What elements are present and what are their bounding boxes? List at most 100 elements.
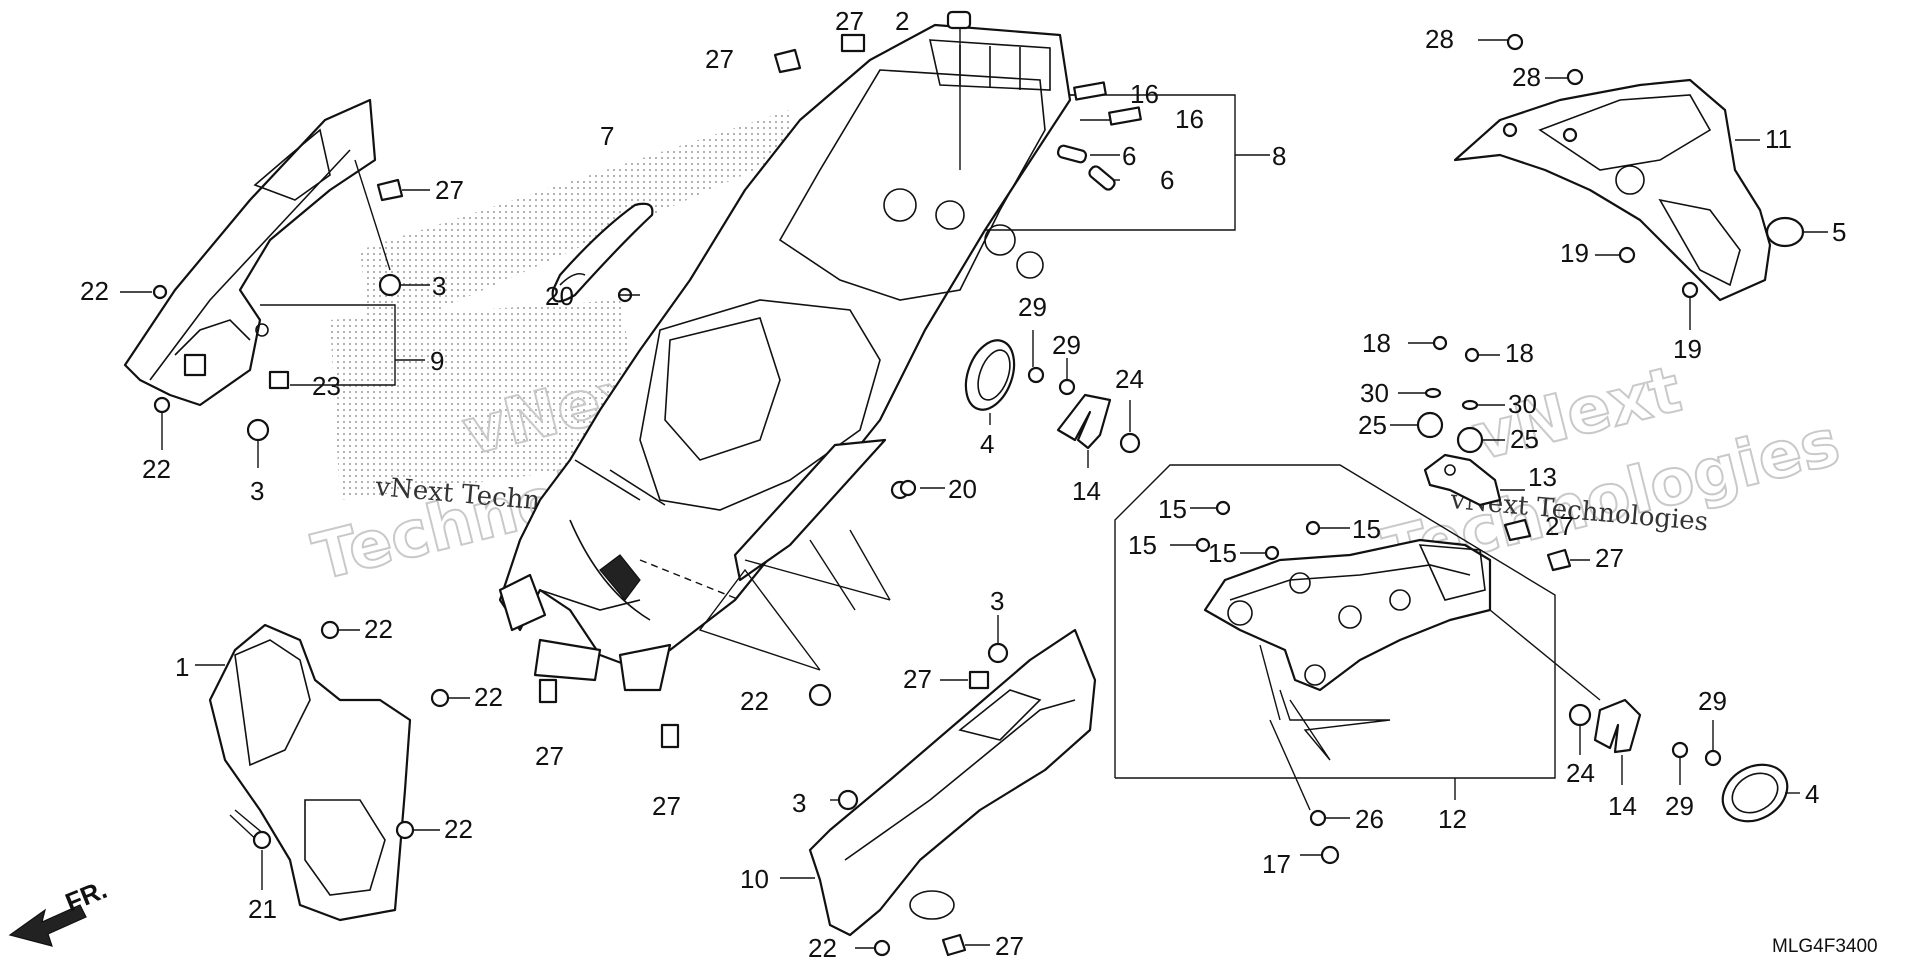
callout-27: 27 xyxy=(705,44,734,74)
part-13-stay xyxy=(1423,453,1502,507)
callout-27: 27 xyxy=(1595,543,1624,573)
part-9-tail-cover xyxy=(123,98,377,407)
callout-22: 22 xyxy=(142,454,171,484)
callout-29: 29 xyxy=(1698,686,1727,716)
callout-27: 27 xyxy=(903,664,932,694)
fasteners-right xyxy=(1195,500,1340,865)
diagram-code: MLG4F3400 xyxy=(1772,936,1878,957)
callout-27: 27 xyxy=(652,791,681,821)
right-middle-leaders xyxy=(1390,342,1590,561)
callout-29: 29 xyxy=(1052,330,1081,360)
callout-17: 17 xyxy=(1262,849,1291,879)
lower-left-leaders xyxy=(195,629,470,890)
fasteners-middle xyxy=(899,366,1141,497)
callout-18: 18 xyxy=(1505,338,1534,368)
part-10-side-cover xyxy=(808,628,1097,937)
callout-7: 7 xyxy=(600,121,614,151)
callout-8: 8 xyxy=(1272,141,1286,171)
lower-center-leaders xyxy=(780,615,999,949)
callout-19: 19 xyxy=(1673,334,1702,364)
callout-16: 16 xyxy=(1130,79,1159,109)
dotted-zone-lower xyxy=(330,300,650,500)
callout-20: 20 xyxy=(948,474,977,504)
callout-29: 29 xyxy=(1665,791,1694,821)
callout-3: 3 xyxy=(990,586,1004,616)
callout-27: 27 xyxy=(435,175,464,205)
callout-6: 6 xyxy=(1160,165,1174,195)
callout-11: 11 xyxy=(1765,124,1792,154)
callout-27: 27 xyxy=(1545,511,1574,541)
front-direction-arrow: FR. xyxy=(8,874,111,947)
right-leaders xyxy=(1170,507,1601,856)
callout-4: 4 xyxy=(1805,779,1819,809)
callout-27: 27 xyxy=(995,931,1024,960)
callout-16: 16 xyxy=(1175,104,1204,134)
callout-3: 3 xyxy=(432,271,446,301)
callout-3: 3 xyxy=(250,476,264,506)
callout-3: 3 xyxy=(792,788,806,818)
callout-30: 30 xyxy=(1360,378,1389,408)
part-7-hose xyxy=(551,202,654,303)
callout-25: 25 xyxy=(1510,424,1539,454)
callout-24: 24 xyxy=(1115,364,1144,394)
callout-21: 21 xyxy=(248,894,277,924)
callout-12: 12 xyxy=(1438,804,1467,834)
callout-14: 14 xyxy=(1072,476,1101,506)
callout-15: 15 xyxy=(1158,494,1187,524)
part-6-pins xyxy=(1056,144,1116,191)
callout-10: 10 xyxy=(740,864,769,894)
part-16-pads xyxy=(1073,81,1142,126)
callout-6: 6 xyxy=(1122,141,1136,171)
callout-22: 22 xyxy=(444,814,473,844)
fasteners-left xyxy=(152,178,404,442)
fasteners-central xyxy=(538,33,910,749)
callout-22: 22 xyxy=(80,276,109,306)
callout-29: 29 xyxy=(1018,292,1047,322)
part-14-bracket-left xyxy=(1056,393,1112,450)
callout-22: 22 xyxy=(808,933,837,960)
callout-23: 23 xyxy=(312,371,341,401)
callout-1: 1 xyxy=(175,652,189,682)
callout-30: 30 xyxy=(1508,389,1537,419)
callout-9: 9 xyxy=(430,346,444,376)
callout-14: 14 xyxy=(1608,791,1637,821)
callout-27: 27 xyxy=(835,6,864,36)
part-14-bracket-right xyxy=(1593,698,1642,754)
fasteners-right-bottom xyxy=(1568,703,1722,767)
central-leaders xyxy=(639,25,1270,671)
callout-27: 27 xyxy=(535,741,564,771)
part-1-mudguard xyxy=(208,623,412,922)
callout-5: 5 xyxy=(1832,217,1846,247)
fasteners-right-middle xyxy=(1416,335,1572,572)
fasteners-upper-right xyxy=(1506,33,1805,299)
part-4-reflector-right xyxy=(1721,763,1789,823)
callout-15: 15 xyxy=(1128,530,1157,560)
callout-18: 18 xyxy=(1362,328,1391,358)
callout-25: 25 xyxy=(1358,410,1387,440)
callout-labels: 1 2 3 3 3 3 4 4 5 6 6 7 8 9 10 11 12 13 … xyxy=(80,6,1846,960)
callout-22: 22 xyxy=(740,686,769,716)
part-11-plate-bracket xyxy=(1453,78,1772,302)
part-12-frame-outline xyxy=(1114,464,1556,779)
right-bottom-leaders xyxy=(1579,720,1800,794)
callout-13: 13 xyxy=(1528,462,1557,492)
part-2-grommet xyxy=(946,10,972,30)
callout-15: 15 xyxy=(1208,538,1237,568)
left-leaders xyxy=(120,159,430,468)
callout-28: 28 xyxy=(1512,62,1541,92)
callout-28: 28 xyxy=(1425,24,1454,54)
callout-26: 26 xyxy=(1355,804,1384,834)
rear-fender-main xyxy=(498,23,1072,692)
fasteners-lower-center xyxy=(837,642,1009,957)
part-12-main-bracket xyxy=(1203,538,1492,761)
upper-right-leaders xyxy=(1478,39,1828,330)
callout-4: 4 xyxy=(980,429,994,459)
callout-24: 24 xyxy=(1566,758,1595,788)
callout-2: 2 xyxy=(895,6,909,36)
callout-22: 22 xyxy=(474,682,503,712)
callout-22: 22 xyxy=(364,614,393,644)
callout-19: 19 xyxy=(1560,238,1589,268)
dotted-zone-upper xyxy=(360,110,800,340)
callout-20: 20 xyxy=(545,281,574,311)
